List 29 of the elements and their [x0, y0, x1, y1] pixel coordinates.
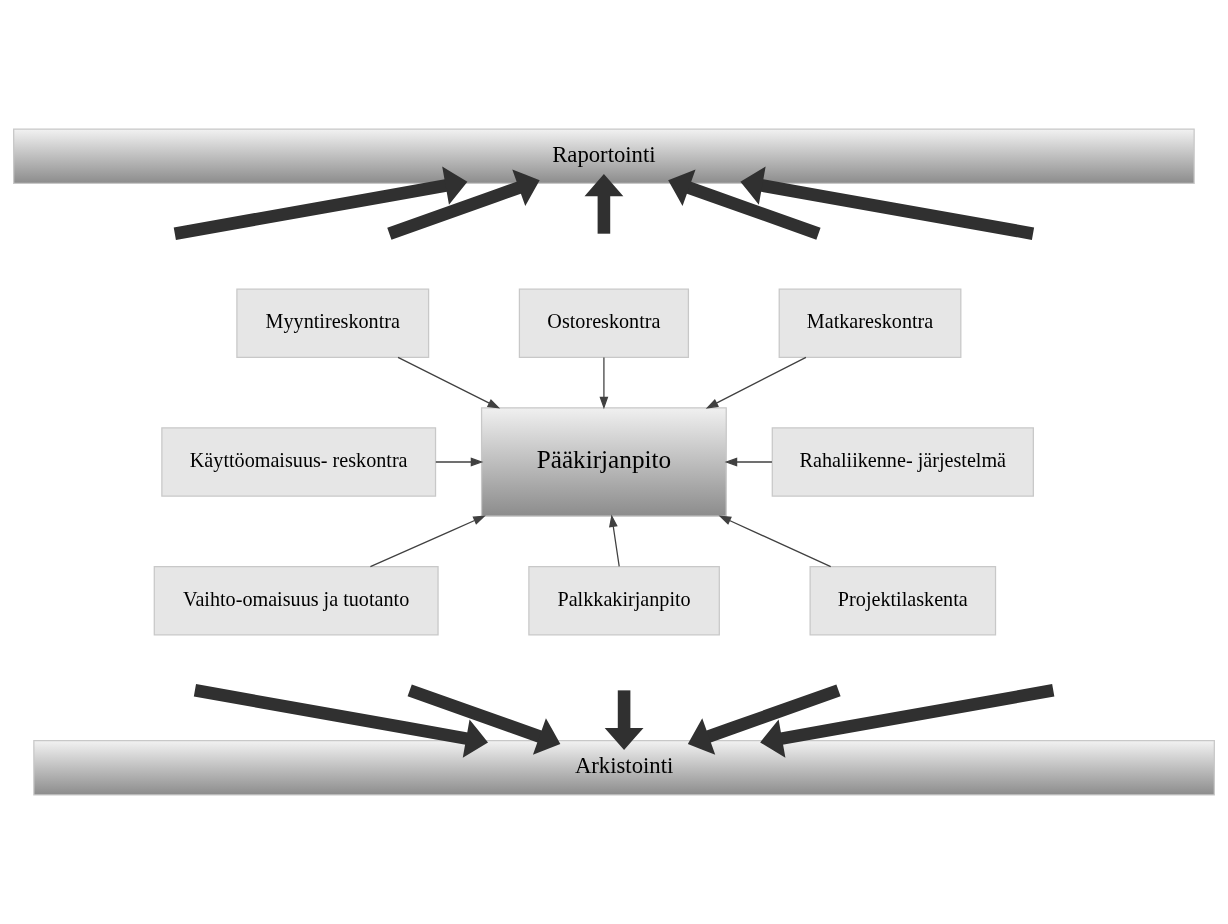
node-box: Rahaliikenne- järjestelmä: [771, 427, 1034, 497]
arrow: [718, 515, 832, 568]
node-box: Palkkakirjanpito: [528, 566, 720, 636]
node-box: Vaihto-omaisuus ja tuotanto: [153, 566, 439, 636]
arrow: [760, 684, 1055, 758]
arrow: [740, 166, 1035, 240]
node-box: Projektilaskenta: [809, 566, 997, 636]
arrow: [193, 684, 489, 758]
arrow: [668, 169, 821, 240]
arrow: [705, 356, 807, 409]
node-box: Käyttöomaisuus- reskontra: [161, 427, 437, 497]
arrow: [599, 356, 609, 410]
arrow: [397, 356, 501, 409]
node-box: Myyntireskontra: [236, 288, 430, 358]
node-box: Arkistointi: [33, 740, 1215, 796]
arrow: [435, 457, 484, 467]
node-box: Raportointi: [13, 128, 1195, 184]
arrow: [387, 169, 540, 240]
arrow: [608, 514, 620, 568]
arrow: [173, 166, 468, 240]
arrow: [407, 684, 561, 755]
arrow: [604, 690, 644, 751]
arrow: [369, 515, 486, 568]
node-box: Matkareskontra: [778, 288, 962, 358]
node-box: Pääkirjanpito: [480, 407, 727, 517]
arrow: [724, 457, 773, 467]
arrow: [687, 684, 841, 755]
arrow: [584, 174, 624, 234]
node-box: Ostoreskontra: [518, 288, 690, 358]
